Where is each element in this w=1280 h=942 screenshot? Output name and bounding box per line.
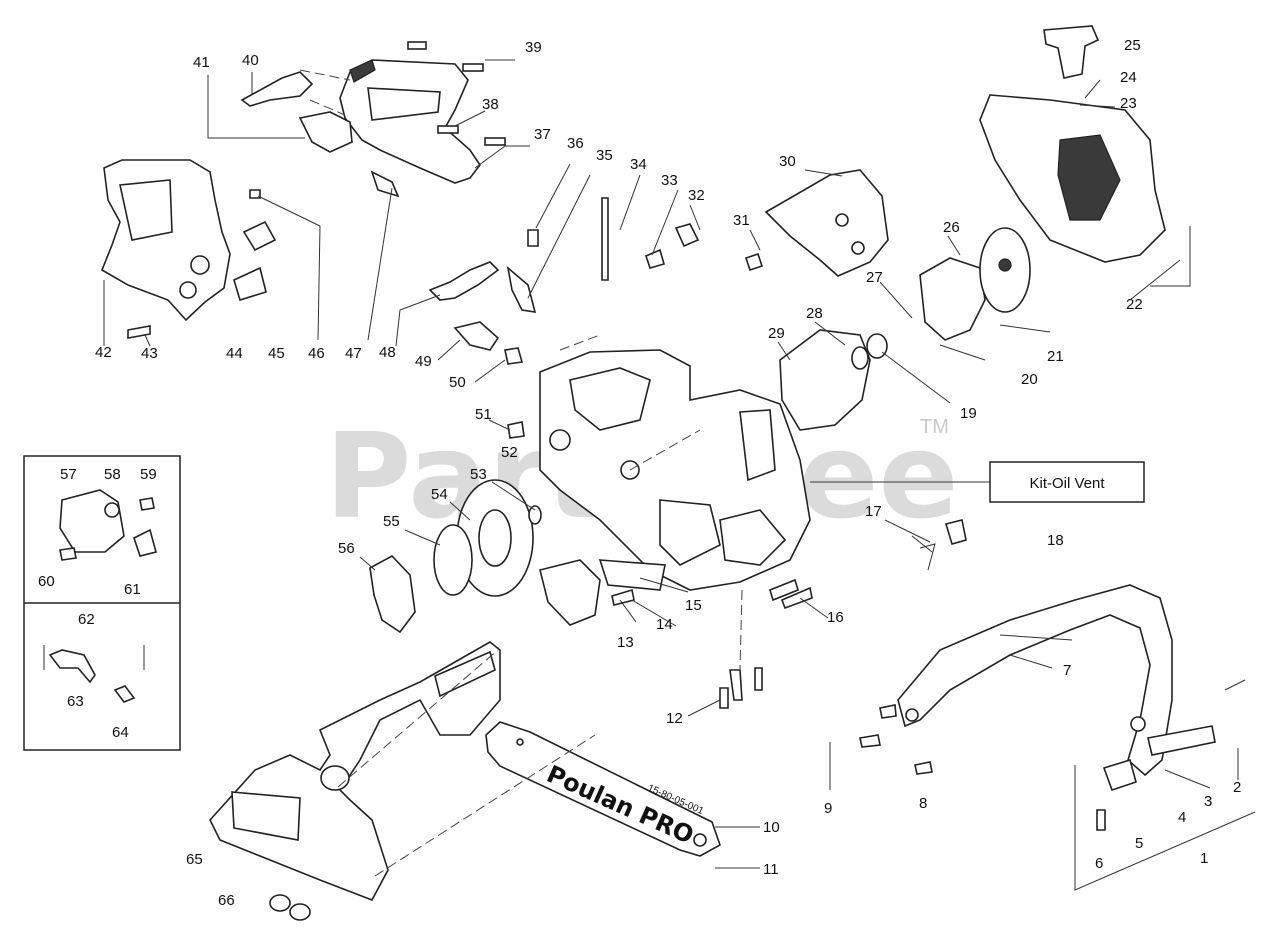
part-label-20[interactable]: 20: [1021, 371, 1038, 388]
part-label-62[interactable]: 62: [78, 611, 95, 628]
part-label-35[interactable]: 35: [596, 147, 613, 164]
part-label-29[interactable]: 29: [768, 325, 785, 342]
part-label-32[interactable]: 32: [688, 187, 705, 204]
part-label-65[interactable]: 65: [186, 851, 203, 868]
part-label-60[interactable]: 60: [38, 573, 55, 590]
part-label-26[interactable]: 26: [943, 219, 960, 236]
leader-lines: [103, 72, 1181, 717]
part-label-47[interactable]: 47: [345, 345, 362, 362]
part-label-66[interactable]: 66: [218, 892, 235, 909]
part-label-42[interactable]: 42: [95, 344, 112, 361]
part-label-55[interactable]: 55: [383, 513, 400, 530]
part-label-17[interactable]: 17: [865, 503, 882, 520]
kit-oil-vent-label: Kit-Oil Vent: [1029, 475, 1105, 492]
starter-assembly: [779, 25, 1191, 431]
part-label-16[interactable]: 16: [827, 609, 844, 626]
part-label-14[interactable]: 14: [656, 616, 673, 633]
part-label-63[interactable]: 63: [67, 693, 84, 710]
part-label-36[interactable]: 36: [567, 135, 584, 152]
engine-housing: [539, 334, 990, 591]
part-label-31[interactable]: 31: [733, 212, 750, 229]
part-label-56[interactable]: 56: [338, 540, 355, 557]
part-label-2[interactable]: 2: [1233, 779, 1241, 796]
part-label-58[interactable]: 58: [104, 466, 121, 483]
part-label-53[interactable]: 53: [470, 466, 487, 483]
part-label-5[interactable]: 5: [1135, 835, 1143, 852]
part-label-54[interactable]: 54: [431, 486, 448, 503]
part-label-37[interactable]: 37: [534, 126, 551, 143]
rear-handle-assembly: [240, 41, 530, 184]
part-label-44[interactable]: 44: [226, 345, 243, 362]
part-label-22[interactable]: 22: [1126, 296, 1143, 313]
part-label-61[interactable]: 61: [124, 581, 141, 598]
part-label-25[interactable]: 25: [1124, 37, 1141, 54]
part-label-64[interactable]: 64: [112, 724, 129, 741]
kit-oil-vent-callout[interactable]: Kit-Oil Vent: [989, 461, 1145, 503]
part-label-10[interactable]: 10: [763, 819, 780, 836]
part-label-23[interactable]: 23: [1120, 95, 1137, 112]
guide-bar: Poulan PRO 15-80-05-001: [485, 721, 760, 869]
chain-tensioner-parts: [719, 589, 763, 709]
clutch-parts: [369, 479, 542, 634]
part-number-labels: 1 2 3 4 5 6 7 8 9 10 11 12 13 14 15 16 1…: [38, 37, 1241, 909]
part-label-46[interactable]: 46: [308, 345, 325, 362]
part-label-59[interactable]: 59: [140, 466, 157, 483]
part-label-28[interactable]: 28: [806, 305, 823, 322]
part-label-8[interactable]: 8: [919, 795, 927, 812]
part-label-49[interactable]: 49: [415, 353, 432, 370]
part-label-33[interactable]: 33: [661, 172, 678, 189]
throttle-parts: [428, 261, 537, 439]
part-label-57[interactable]: 57: [60, 466, 77, 483]
front-handle-bar: [829, 584, 1256, 891]
part-label-18[interactable]: 18: [1047, 532, 1064, 549]
part-label-3[interactable]: 3: [1204, 793, 1212, 810]
part-label-6[interactable]: 6: [1095, 855, 1103, 872]
part-label-43[interactable]: 43: [141, 345, 158, 362]
part-label-51[interactable]: 51: [475, 406, 492, 423]
part-label-24[interactable]: 24: [1120, 69, 1137, 86]
part-label-27[interactable]: 27: [866, 269, 883, 286]
center-top-parts: [527, 163, 889, 299]
part-label-12[interactable]: 12: [666, 710, 683, 727]
part-label-13[interactable]: 13: [617, 634, 634, 651]
part-label-38[interactable]: 38: [482, 96, 499, 113]
part-label-30[interactable]: 30: [779, 153, 796, 170]
part-label-34[interactable]: 34: [630, 156, 647, 173]
part-label-19[interactable]: 19: [960, 405, 977, 422]
part-label-21[interactable]: 21: [1047, 348, 1064, 365]
part-label-48[interactable]: 48: [379, 344, 396, 361]
part-label-39[interactable]: 39: [525, 39, 542, 56]
part-label-9[interactable]: 9: [824, 800, 832, 817]
part-label-1[interactable]: 1: [1200, 850, 1208, 867]
part-label-52[interactable]: 52: [501, 444, 518, 461]
front-handle-assembly: [100, 159, 400, 341]
watermark-tm: TM: [920, 416, 949, 438]
part-label-7[interactable]: 7: [1063, 662, 1071, 679]
part-label-40[interactable]: 40: [242, 52, 259, 69]
oil-pump-inset: [23, 455, 181, 751]
lower-small-parts: [539, 519, 967, 626]
part-label-45[interactable]: 45: [268, 345, 285, 362]
part-label-50[interactable]: 50: [449, 374, 466, 391]
part-label-15[interactable]: 15: [685, 597, 702, 614]
part-label-4[interactable]: 4: [1178, 809, 1186, 826]
sprocket-cover: [209, 641, 596, 921]
part-label-11[interactable]: 11: [763, 861, 779, 878]
part-label-41[interactable]: 41: [193, 54, 210, 71]
